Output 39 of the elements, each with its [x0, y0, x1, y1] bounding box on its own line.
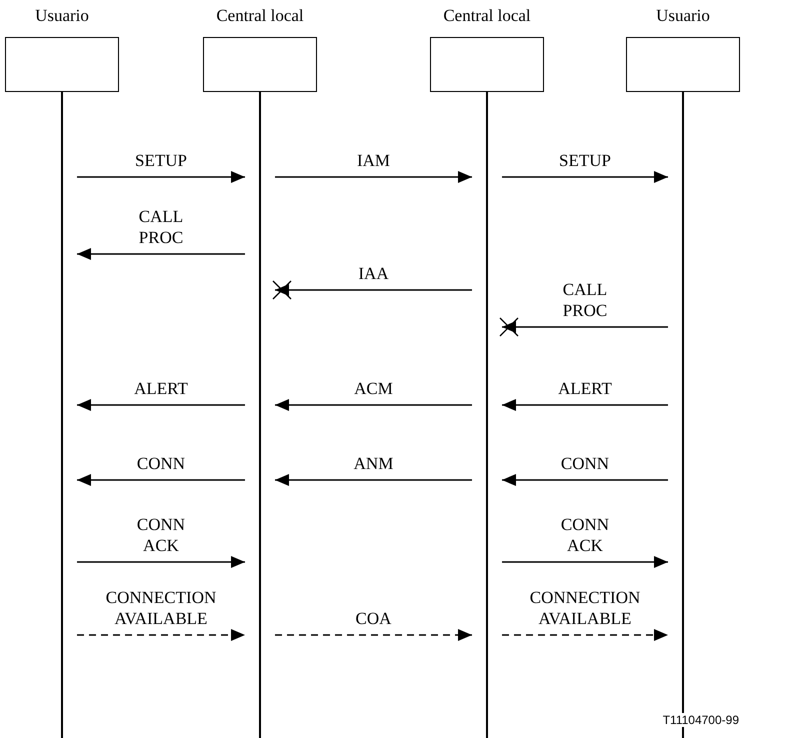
arrow	[77, 474, 245, 486]
message-label: COA	[356, 608, 392, 629]
message-label: SETUP	[135, 150, 187, 171]
participant-name: Central local	[443, 6, 531, 26]
arrow	[77, 629, 245, 641]
arrow	[502, 474, 668, 486]
message-label: CALL PROC	[562, 279, 608, 321]
arrow	[502, 171, 668, 183]
message-label: CONN ACK	[136, 514, 186, 556]
arrow	[275, 171, 472, 183]
message-label: CONN	[560, 453, 610, 474]
message-label: IAA	[358, 263, 389, 284]
message-label: ALERT	[134, 378, 188, 399]
arrow	[275, 399, 472, 411]
arrow	[77, 399, 245, 411]
arrow	[77, 556, 245, 568]
participant-name: Central local	[216, 6, 304, 26]
arrow	[275, 474, 472, 486]
arrow	[502, 556, 668, 568]
message-label: CONNECTION AVAILABLE	[104, 587, 218, 629]
message-label: ANM	[354, 453, 394, 474]
message-label: CONN ACK	[560, 514, 610, 556]
message-label: IAM	[356, 150, 390, 171]
message-label: CALL PROC	[138, 206, 184, 248]
participant-name: Usuario	[35, 6, 89, 26]
message-label: ACM	[354, 378, 393, 399]
arrow	[275, 284, 472, 296]
arrow	[77, 171, 245, 183]
arrow	[502, 399, 668, 411]
arrow	[77, 248, 245, 260]
arrow	[502, 629, 668, 641]
figure-code: T11104700-99	[660, 713, 741, 727]
arrow	[275, 629, 472, 641]
message-label: ALERT	[558, 378, 612, 399]
participant-name: Usuario	[656, 6, 710, 26]
arrow	[502, 321, 668, 333]
message-label: CONN	[136, 453, 186, 474]
message-label: SETUP	[559, 150, 611, 171]
message-label: CONNECTION AVAILABLE	[528, 587, 642, 629]
